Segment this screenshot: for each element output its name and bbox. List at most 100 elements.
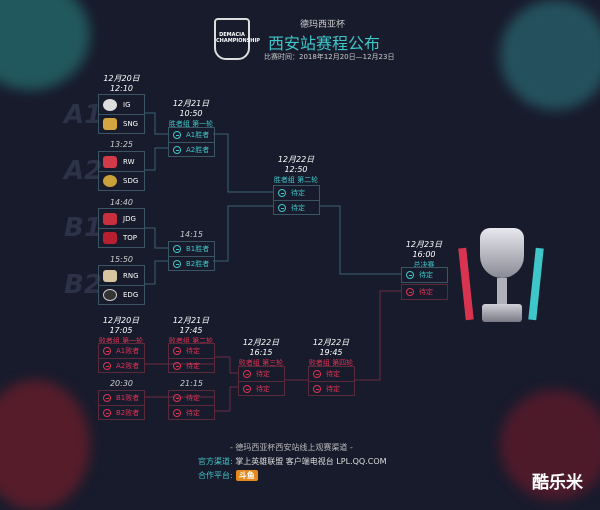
time: 17:45: [179, 326, 203, 335]
slot: B2败者: [99, 405, 144, 419]
slot-label: 待定: [256, 384, 270, 393]
slot-label: 待定: [326, 370, 340, 378]
losers3-header: 12月22日 16:15 败者组 第三轮: [230, 338, 292, 368]
top-logo-icon: [103, 232, 117, 244]
team-row: RNG: [99, 266, 144, 285]
losers2-match-b: 待定 待定: [168, 390, 215, 420]
page-title: 西安站赛程公布: [268, 34, 381, 53]
slot: 待定: [169, 344, 214, 358]
minus-circle-icon: [243, 370, 251, 378]
group-label-a2: A2: [64, 156, 103, 186]
minus-circle-icon: [103, 408, 111, 417]
dragon-decoration-bottom-left: [0, 380, 90, 510]
slot-label: A2败者: [116, 361, 140, 370]
header-subtitle: 德玛西亚杯: [300, 20, 346, 30]
round-label: 总决赛: [413, 261, 435, 269]
time: 16:15: [249, 348, 273, 357]
slot-label: 待定: [326, 384, 340, 393]
slot-label: B1胜者: [186, 245, 210, 253]
footer-channels: 官方渠道: 掌上英雄联盟 客户端电视台 LPL.QQ.COM: [198, 456, 387, 467]
losers2-match-a: 待定 待定: [168, 343, 215, 373]
minus-circle-icon: [313, 384, 321, 393]
winners2-header: 12月22日 12:50 胜者组 第二轮: [265, 155, 327, 185]
time: 12:50: [284, 165, 308, 174]
minus-circle-icon: [103, 347, 111, 355]
slot: 待定: [169, 405, 214, 419]
round-label: 胜者组 第一轮: [168, 120, 214, 128]
match-dates: 比赛时间：2018年12月20日—12月23日: [264, 53, 395, 61]
slot-label: 待定: [419, 288, 433, 296]
partner-label: 合作平台:: [198, 471, 233, 480]
team-row: IG: [99, 95, 144, 114]
slot-label: 待定: [256, 370, 270, 378]
group-label-b2: B2: [64, 270, 102, 300]
team-row: EDG: [99, 285, 144, 304]
date: 12月20日: [102, 316, 140, 325]
edg-logo-icon: [103, 289, 117, 301]
minus-circle-icon: [173, 394, 181, 402]
time: 19:45: [319, 348, 343, 357]
match-ig-sng: IG SNG: [98, 94, 145, 134]
slot-label: A1胜者: [186, 131, 210, 139]
final-slot-losers: 待定: [401, 284, 448, 300]
match-time: 14:40: [109, 198, 134, 207]
match-time: 13:25: [109, 140, 134, 149]
slot-label: B2胜者: [186, 259, 210, 268]
final-slot-winners: 待定: [401, 267, 448, 283]
round-label: 败者组 第一轮: [98, 337, 144, 345]
time: 12:10: [109, 84, 134, 93]
team-name: RW: [123, 157, 135, 166]
trophy-icon: [458, 228, 544, 328]
slot-label: 待定: [419, 271, 433, 279]
losers1-match-a: A1败者 A2败者: [98, 343, 145, 373]
team-name: EDG: [123, 291, 139, 299]
team-name: RNG: [123, 271, 139, 280]
losers2-header: 12月21日 17:45 败者组 第二轮: [160, 316, 222, 346]
slot-label: 待定: [186, 394, 200, 402]
time: 16:00: [412, 250, 436, 259]
group-label-a1: A1: [64, 100, 103, 130]
date: 12月22日: [277, 155, 315, 164]
channel-label: 官方渠道:: [198, 457, 233, 466]
winners1-match-b: B1胜者 B2胜者: [168, 241, 215, 271]
team-name: SDG: [123, 177, 139, 185]
slot-label: B1败者: [116, 394, 140, 402]
slot: 待定: [169, 391, 214, 405]
slot: 待定: [309, 367, 354, 381]
slot: 待定: [274, 186, 319, 200]
slot-label: A1败者: [116, 347, 140, 355]
match-time: 14:15: [179, 230, 204, 239]
match-time: 21:15: [179, 379, 204, 388]
slot-label: 待定: [186, 347, 200, 355]
team-row: JDG: [99, 209, 144, 228]
final-header: 12月23日 16:00 总决赛: [393, 240, 455, 270]
match-rng-edg: RNG EDG: [98, 265, 145, 305]
slot: A1败者: [99, 344, 144, 358]
minus-circle-icon: [313, 370, 321, 378]
slot: A2败者: [99, 358, 144, 372]
rng-logo-icon: [103, 269, 117, 282]
slot: 待定: [274, 200, 319, 214]
slot: 待定: [402, 268, 447, 282]
minus-circle-icon: [173, 347, 181, 355]
minus-circle-icon: [173, 259, 181, 268]
channel-value: 掌上英雄联盟 客户端电视台 LPL.QQ.COM: [235, 457, 387, 466]
date: 12月21日: [172, 316, 210, 325]
team-row: RW: [99, 152, 144, 171]
date: 12月20日: [103, 74, 140, 83]
douyu-logo[interactable]: 斗鱼: [235, 470, 258, 481]
minus-circle-icon: [173, 145, 181, 154]
minus-circle-icon: [173, 408, 181, 417]
match-jdg-top: JDG TOP: [98, 208, 145, 248]
slot-label: 待定: [186, 361, 200, 370]
time: 10:50: [179, 109, 203, 118]
team-name: IG: [123, 100, 131, 109]
losers4-match: 待定 待定: [308, 366, 355, 396]
losers4-header: 12月22日 19:45 败者组 第四轮: [300, 338, 362, 368]
slot: 待定: [309, 381, 354, 395]
minus-circle-icon: [406, 271, 414, 279]
round-label: 败者组 第二轮: [168, 337, 214, 345]
date: 12月21日: [172, 99, 210, 108]
slot-label: A2胜者: [186, 145, 210, 154]
